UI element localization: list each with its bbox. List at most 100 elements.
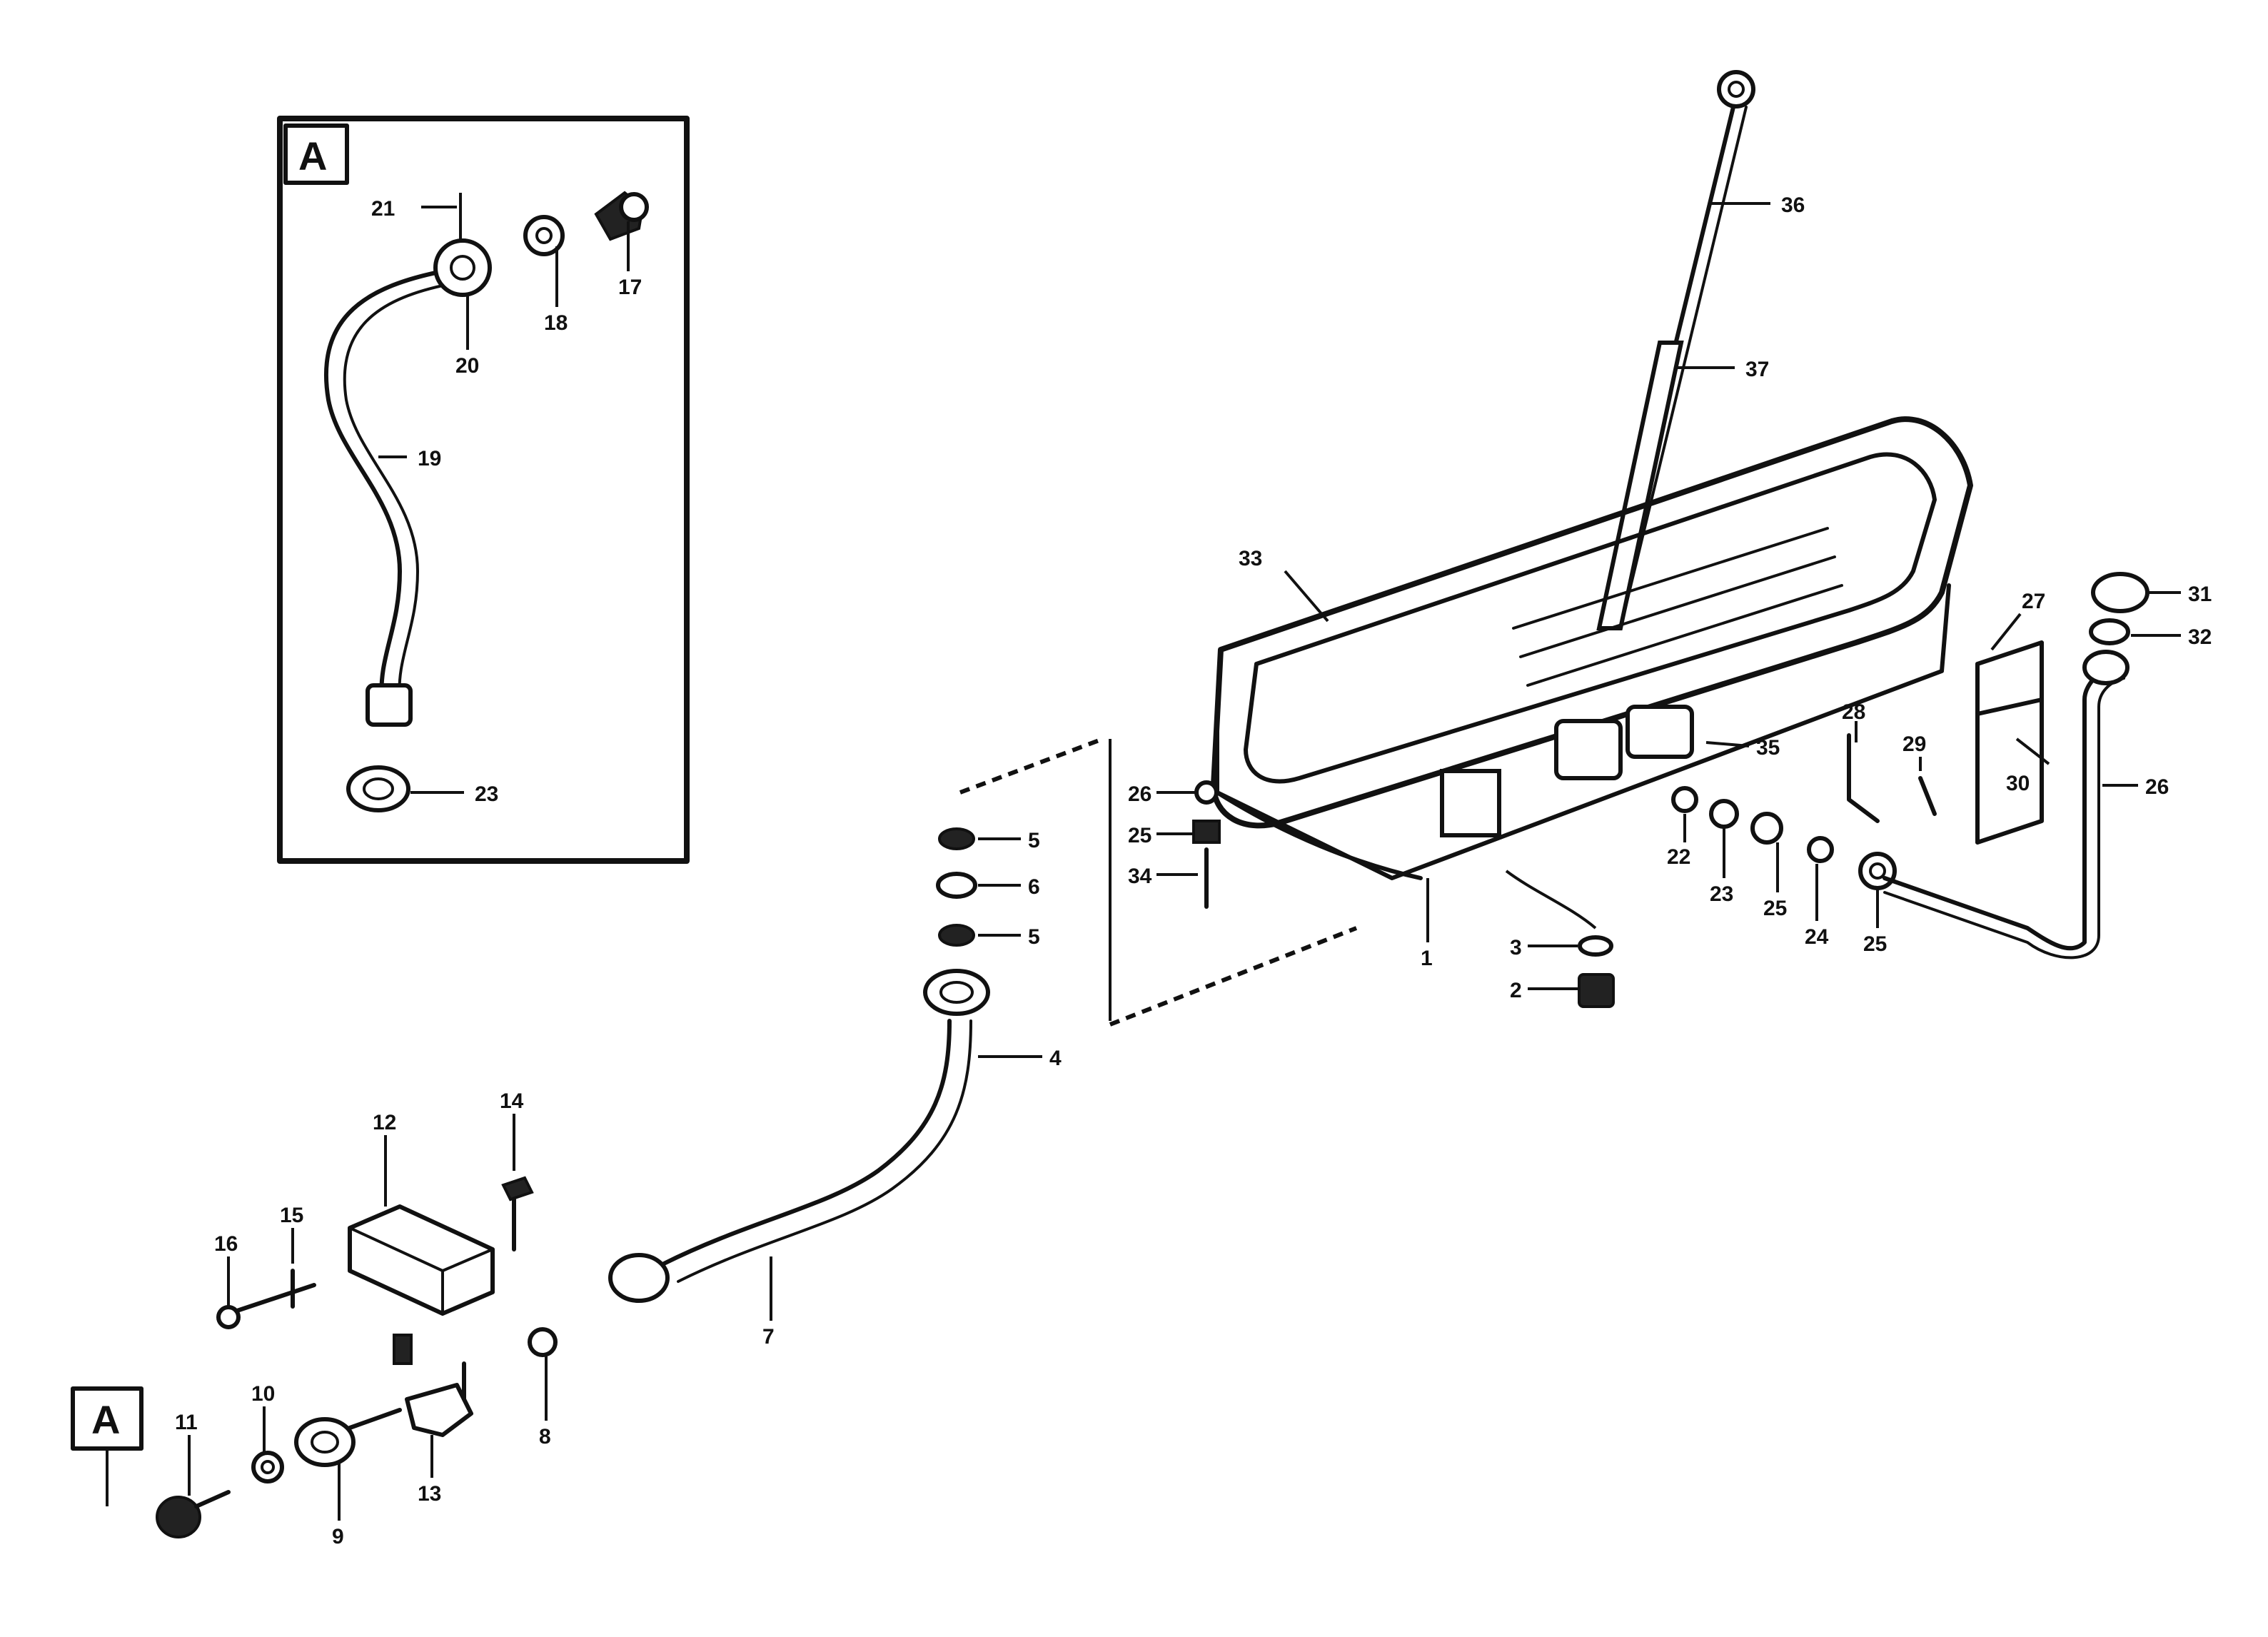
callout-inset-17: 17 <box>618 276 642 299</box>
callout-30: 30 <box>2006 772 2030 795</box>
callout-35: 35 <box>1756 736 1780 760</box>
pan-bolt-stack: 26 25 34 <box>1128 780 1221 909</box>
inset-frame <box>277 116 690 864</box>
drain-washer-3 <box>1578 935 1613 957</box>
ring-6 <box>936 872 977 899</box>
callout-25c: 25 <box>1863 932 1887 956</box>
banjo-9-neck <box>348 1408 402 1430</box>
pipe-end-fitting <box>608 1253 670 1303</box>
fitting-25b <box>1750 812 1783 845</box>
drain-plug-assembly: 3 2 <box>1505 870 1615 1008</box>
callout-16: 16 <box>214 1232 238 1256</box>
callout-inset-23: 23 <box>475 782 498 806</box>
pipe-flange-hole <box>939 981 974 1004</box>
callout-3: 3 <box>1510 936 1522 959</box>
callout-28: 28 <box>1842 700 1865 724</box>
bolt-washer-26 <box>1194 780 1219 805</box>
callout-12: 12 <box>373 1111 396 1134</box>
fitting-13 <box>405 1383 473 1437</box>
inset-washer <box>523 215 565 256</box>
callout-32: 32 <box>2188 625 2212 649</box>
leader-35 <box>1705 741 1750 747</box>
dipstick-assembly: 36 37 <box>1596 70 1805 630</box>
block-12 <box>348 1204 495 1316</box>
inset-marker-label: A <box>298 134 327 178</box>
inset-pipe-fitting <box>366 683 413 727</box>
callout-34: 34 <box>1128 865 1152 888</box>
callout-10: 10 <box>251 1382 275 1406</box>
callout-2: 2 <box>1510 979 1522 1002</box>
dashed-pickup-bottom <box>1109 926 1358 1027</box>
nut-14 <box>501 1176 534 1202</box>
filler-seal-32 <box>2089 618 2130 645</box>
oil-pan-drain-boss <box>1626 705 1694 759</box>
inset-bolt-head <box>619 192 649 222</box>
dashed-pickup-top <box>959 737 1104 795</box>
bolt-11 <box>156 1496 201 1538</box>
callout-14: 14 <box>500 1089 524 1113</box>
oil-pan-baffle <box>1512 527 1843 687</box>
callout-1: 1 <box>1421 947 1433 970</box>
filler-neck <box>2082 650 2130 685</box>
filler-cap-31 <box>2091 572 2149 613</box>
suction-pipe-7 <box>662 1019 952 1266</box>
fitting-25c <box>1858 852 1897 890</box>
plug-13-top <box>393 1334 413 1365</box>
callout-37: 37 <box>1745 358 1769 381</box>
oil-pan: 33 35 1 <box>1211 416 1973 970</box>
callout-5a: 5 <box>1028 829 1040 852</box>
pipe-flange <box>923 969 990 1016</box>
block-12-top <box>348 1227 494 1273</box>
bolt-29 <box>1918 776 1937 816</box>
drain-plug-dashed-lead <box>1505 870 1597 930</box>
detail-a-inset: A 21 17 18 20 19 23 <box>277 116 690 864</box>
callout-27: 27 <box>2022 590 2045 613</box>
oil-pan-sump-window <box>1440 769 1501 837</box>
oil-pan-gasket-inner <box>1244 452 1937 784</box>
callout-8: 8 <box>539 1425 551 1449</box>
callout-26: 26 <box>1128 782 1151 806</box>
inset-marker-box <box>283 124 349 185</box>
return-pipe-inner <box>1883 677 2125 959</box>
callout-inset-20: 20 <box>455 354 479 378</box>
bracket-27 <box>1975 640 2044 845</box>
callout-15: 15 <box>280 1204 303 1227</box>
inset-nut <box>346 765 410 812</box>
bolt-16 <box>226 1283 316 1316</box>
inset-banjo-hole <box>450 255 475 281</box>
inset-nut-hole <box>363 777 394 800</box>
callout-33: 33 <box>1239 547 1262 570</box>
inset-banjo-fitting <box>433 238 492 297</box>
callout-inset-19: 19 <box>418 447 441 470</box>
fitting-24b <box>1807 836 1834 863</box>
washer-10 <box>251 1451 284 1484</box>
callout-36: 36 <box>1781 193 1805 217</box>
callout-25a: 25 <box>1128 824 1151 847</box>
callout-23: 23 <box>1710 882 1733 906</box>
bolt-28 <box>1847 733 1880 823</box>
callout-26b: 26 <box>2145 775 2169 799</box>
banjo-9 <box>294 1417 356 1467</box>
oil-pan-sump-boss <box>1554 719 1623 780</box>
callout-22: 22 <box>1667 845 1690 869</box>
callout-11: 11 <box>175 1411 198 1434</box>
oring-5b <box>938 924 975 947</box>
callout-25b: 25 <box>1763 897 1787 920</box>
callout-31: 31 <box>2188 583 2212 606</box>
suction-pipe-7-inner <box>677 1019 972 1283</box>
leader-30 <box>2015 737 2050 765</box>
bolt-16-head <box>216 1305 241 1329</box>
bolt-11-shank <box>194 1490 231 1508</box>
callout-7: 7 <box>762 1325 775 1349</box>
fitting-23 <box>1709 799 1739 829</box>
callout-5b: 5 <box>1028 925 1040 949</box>
inset-bent-pipe-inner <box>343 284 444 701</box>
bolt-25 <box>1192 820 1221 844</box>
banjo-9-hole <box>311 1431 339 1454</box>
callout-24b: 24 <box>1805 925 1829 949</box>
fitting-22 <box>1671 786 1698 813</box>
oil-pan-body <box>1215 583 1951 880</box>
washer-8 <box>528 1327 558 1357</box>
callout-inset-18: 18 <box>544 311 568 335</box>
